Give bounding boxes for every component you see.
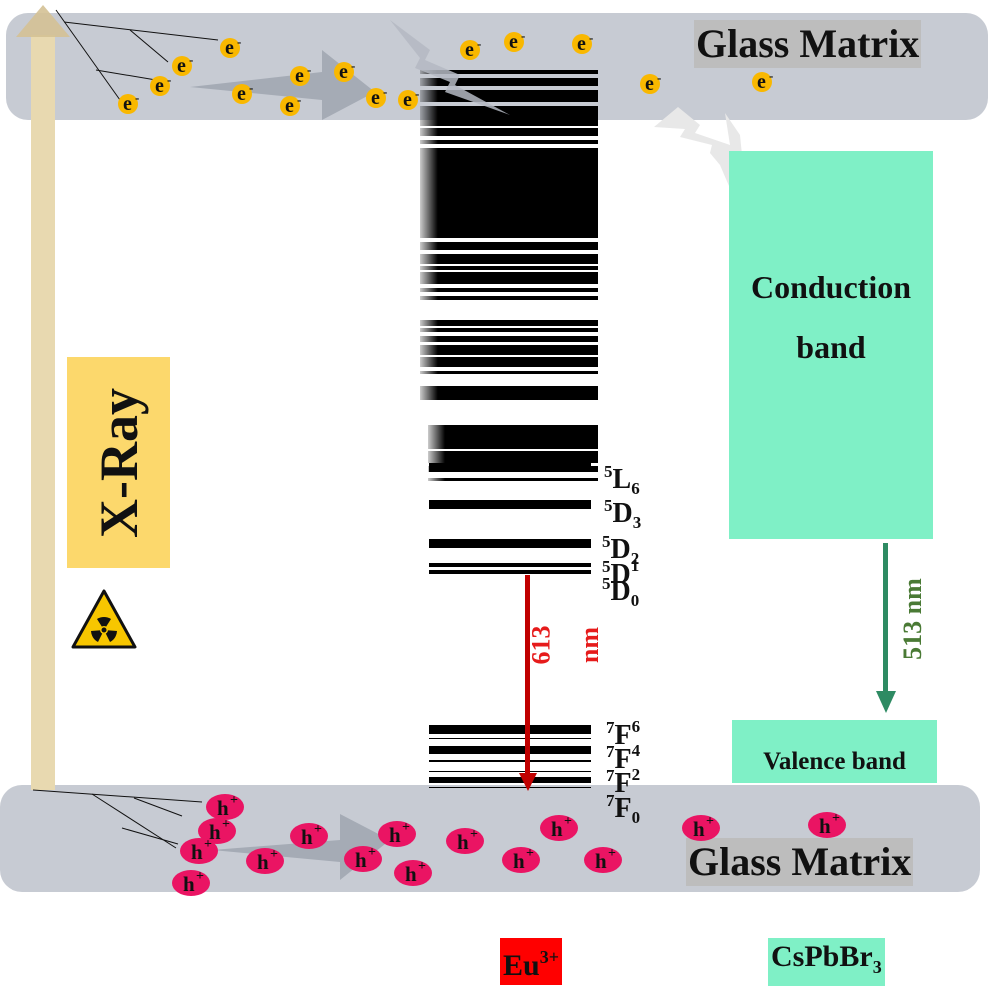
level-7F2 [429,777,591,783]
hole: h+ [290,822,328,849]
glass-matrix-top-label: Glass Matrix [694,20,922,68]
radiation-hazard-icon [71,589,137,649]
electron: e- [366,84,387,108]
hole: h+ [682,814,720,841]
eu-emission-value: 613 [526,625,556,665]
term-7F4: 7F4 [606,741,641,775]
electron: e- [752,68,773,92]
level-7F0 [429,787,591,788]
hole: h+ [246,847,284,874]
electron: e- [398,86,419,110]
eu-energy-levels [420,70,598,788]
valence-band: Valence band [732,720,937,783]
electron: e- [172,52,193,76]
level-7F6 [429,725,591,734]
term-5D3: 5D3 [604,496,642,532]
electron: e- [232,80,253,104]
legend-cspbbr3: CsPbBr3 [768,938,885,986]
electron: e- [290,62,311,86]
term-5D0: 5D0 [602,574,640,610]
term-5D1: 5D1 [602,556,640,590]
term-7F0: 7F0 [606,791,641,827]
level-5D0 [429,570,591,574]
level-5D2 [429,539,591,548]
hole: h+ [172,869,210,896]
electron: e- [334,58,355,82]
level-7F4 [429,746,591,754]
hole: h+ [206,793,244,820]
term-7F2: 7F2 [606,765,641,799]
hole: h+ [446,827,484,854]
level-5D1 [429,563,591,567]
term-7F6: 7F6 [606,717,641,751]
hole: h+ [584,846,622,873]
perovskite-emission-label: 513 nm [897,578,927,660]
electron: e- [280,92,301,116]
electron: e- [504,28,525,52]
conduction-band-label-1: Conduction [750,269,912,305]
electron-transport-arrow [190,50,375,120]
electron: e- [460,36,481,60]
hole: h+ [180,837,218,864]
eu-emission-arrow [519,575,537,791]
glass-matrix-bottom-label: Glass Matrix [686,838,914,886]
xray-arrow [16,5,70,790]
xray-label-box: X-Ray [67,357,170,568]
xray-label: X-Ray [88,387,149,538]
perovskite-emission-arrow [876,543,896,713]
level-5D3 [429,500,591,509]
legend-eu: Eu3+ [500,938,562,985]
term-5L6: 5L6 [604,462,640,498]
energy-transfer-bolt-2 [654,107,760,200]
electron: e- [572,30,593,54]
level-5L6 [429,463,591,472]
electron: e- [150,72,171,96]
electron: e- [220,34,241,58]
hole: h+ [540,814,578,841]
eu-emission-unit: nm [575,626,605,664]
term-5D2: 5D2 [602,532,640,568]
electron: e- [640,70,661,94]
conduction-band: Conduction band [729,151,933,539]
valence-band-label: Valence band [763,748,906,775]
hole: h+ [344,845,382,872]
hole: h+ [808,811,846,838]
conduction-band-label-2: band [796,329,866,365]
energy-transfer-bolt-1 [390,20,510,115]
hole: h+ [378,820,416,847]
electron: e- [118,90,139,114]
hole: h+ [394,859,432,886]
electron-scatter-lines [55,9,375,120]
hole: h+ [502,846,540,873]
